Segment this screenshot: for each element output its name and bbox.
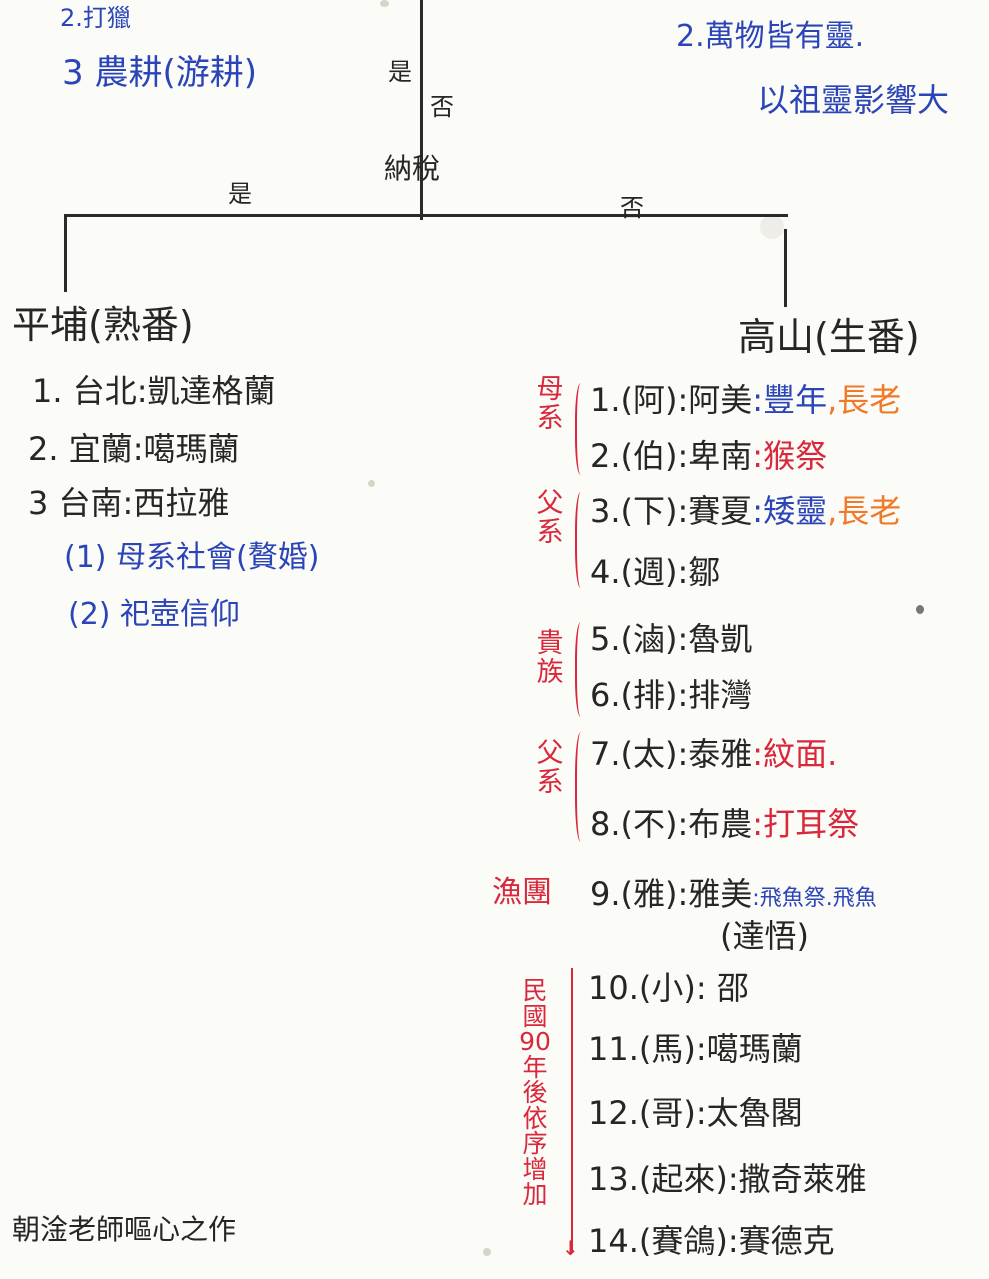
left-item-2: 2. 宜蘭:噶瑪蘭 (28, 430, 240, 468)
branch-no-label: 否 (620, 194, 644, 222)
tribe-name: 3.(下):賽夏 (590, 492, 753, 530)
era-note: 民國90年後依序增加 (519, 976, 551, 1209)
top-left-line2: 2.打獵 (60, 4, 131, 32)
tribe-name: 13.(起來):撒奇萊雅 (588, 1160, 867, 1198)
tribe-row: (達悟) (720, 920, 809, 952)
tribe-row: 9.(雅):雅美:飛魚祭.飛魚 (590, 878, 877, 910)
tribe-row: 7.(太):泰雅:紋面. (590, 738, 837, 770)
group-bracket (575, 622, 589, 717)
group-label-patrilineal-1: 父系 (536, 488, 564, 548)
paper-speck (916, 605, 924, 614)
tribe-name: 14.(賽鴿):賽德克 (588, 1222, 835, 1260)
left-item-1: 1. 台北:凱達格蘭 (32, 372, 276, 410)
group-label-patrilineal-2: 父系 (536, 738, 564, 798)
author-signature: 朝淦老師嘔心之作 (12, 1213, 237, 1246)
tribe-note: :飛魚祭.飛魚 (752, 886, 877, 911)
trunk-line (420, 0, 423, 220)
left-item-3: 3 台南:西拉雅 (28, 484, 230, 522)
trunk-yes-label: 是 (388, 58, 412, 86)
paper-speck (483, 1248, 491, 1256)
tribe-note: :豐年 (752, 381, 828, 419)
tribe-row: 10.(小): 邵 (588, 972, 749, 1004)
tribe-note: :猴祭 (752, 437, 828, 475)
branch-yes-label: 是 (228, 180, 252, 208)
era-arrow-line (571, 968, 573, 1252)
tribe-name: 4.(週):鄒 (590, 553, 721, 591)
top-right-line3: 以祖靈影響大 (757, 81, 950, 119)
right-drop-line (784, 229, 787, 307)
tribe-note-extra: ,長老 (827, 381, 902, 419)
paper-speck (368, 480, 375, 487)
tribe-row: 11.(馬):噶瑪蘭 (588, 1033, 803, 1065)
tribe-row: 2.(伯):卑南:猴祭 (590, 440, 827, 472)
left-node-title: 平埔(熟番) (12, 303, 194, 347)
right-node-title: 高山(生番) (738, 315, 920, 359)
tribe-row: 14.(賽鴿):賽德克 (588, 1225, 835, 1257)
tribe-note: :矮靈 (752, 492, 828, 530)
paper-speck (380, 0, 389, 7)
tribe-name: 5.(滷):魯凱 (590, 620, 753, 658)
group-bracket (575, 732, 589, 842)
tribe-name: 7.(太):泰雅 (590, 735, 753, 773)
down-arrow-icon: ↓ (562, 1236, 579, 1260)
tribe-note: :打耳祭 (752, 805, 860, 843)
group-bracket (575, 383, 589, 475)
trunk-question-label: 納稅 (384, 152, 441, 185)
top-right-line2: 2.萬物皆有靈. (676, 19, 865, 54)
tribe-name: 10.(小): 邵 (588, 969, 749, 1007)
trunk-no-label: 否 (430, 93, 454, 121)
tribe-row: 13.(起來):撒奇萊雅 (588, 1163, 867, 1195)
tribe-name: 12.(哥):太魯閣 (588, 1094, 803, 1132)
tribe-note: :紋面. (752, 735, 838, 773)
group-label-nobility: 貴族 (536, 628, 564, 688)
tribe-name: 11.(馬):噶瑪蘭 (588, 1030, 803, 1068)
tribe-row: 6.(排):排灣 (590, 679, 752, 711)
group-label-matrilineal: 母系 (536, 374, 564, 434)
tribe-name: 2.(伯):卑南 (590, 437, 753, 475)
left-drop-line (64, 214, 67, 292)
tribe-row: 3.(下):賽夏:矮靈,長老 (590, 495, 901, 527)
tribe-note-extra: ,長老 (827, 492, 902, 530)
group-bracket (575, 492, 589, 588)
tribe-row: 12.(哥):太魯閣 (588, 1097, 803, 1129)
tribe-name: 8.(不):布農 (590, 805, 753, 843)
paper-speck (760, 215, 784, 239)
tribe-row: 5.(滷):魯凱 (590, 623, 752, 655)
tribe-name: 9.(雅):雅美 (590, 875, 753, 913)
tribe-name: 6.(排):排灣 (590, 676, 753, 714)
tribe-row: 1.(阿):阿美:豐年,長老 (590, 384, 901, 416)
branch-line (64, 214, 788, 217)
tribe-row: 4.(週):鄒 (590, 556, 720, 588)
left-note-1: (1) 母系社會(贅婚) (64, 540, 320, 575)
tribe-name: 1.(阿):阿美 (590, 381, 753, 419)
tribe-row: 8.(不):布農:打耳祭 (590, 808, 859, 840)
group-label-fishing: 漁團 (492, 875, 552, 910)
left-note-2: (2) 祀壺信仰 (68, 597, 241, 632)
top-left-line3: 3 農耕(游耕) (62, 53, 257, 93)
tribe-name: (達悟) (720, 917, 809, 955)
